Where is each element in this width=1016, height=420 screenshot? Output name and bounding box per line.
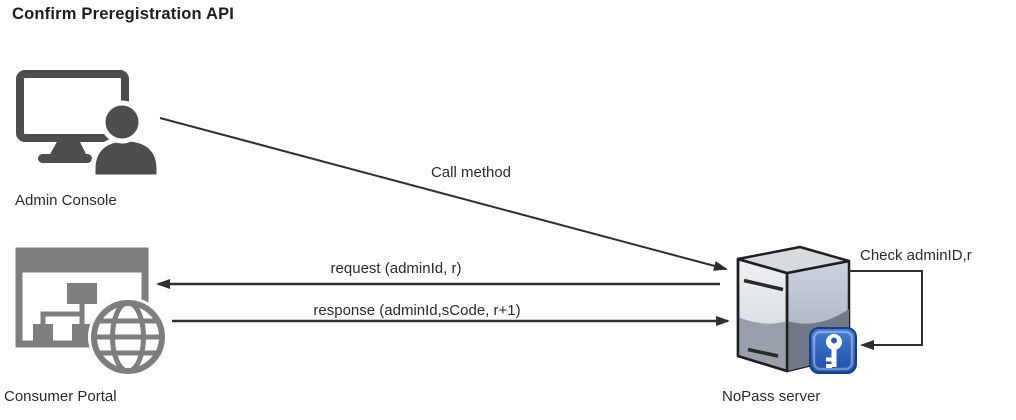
call-method-edge-label: Call method [428, 164, 514, 181]
consumer-portal-icon [15, 247, 168, 377]
check-self-loop-arrow [849, 270, 923, 350]
sitemap-icon [33, 283, 97, 341]
globe-icon [88, 297, 168, 377]
call-method-arrow [159, 117, 728, 271]
page-title: Confirm Preregistration API [12, 5, 235, 23]
admin-console-icon [16, 70, 162, 180]
nopass-server-icon [736, 245, 857, 374]
check-admin-edge-label: Check adminID,r [858, 247, 974, 264]
nopass-server-label: NoPass server [722, 388, 821, 405]
response-edge-label: response (adminId,sCode, r+1) [311, 302, 523, 319]
consumer-portal-label: Consumer Portal [4, 388, 117, 405]
admin-console-label: Admin Console [15, 192, 117, 209]
user-icon [90, 100, 162, 180]
key-icon [809, 327, 857, 374]
request-edge-label: request (adminId, r) [328, 260, 464, 277]
server-icon [736, 245, 851, 373]
